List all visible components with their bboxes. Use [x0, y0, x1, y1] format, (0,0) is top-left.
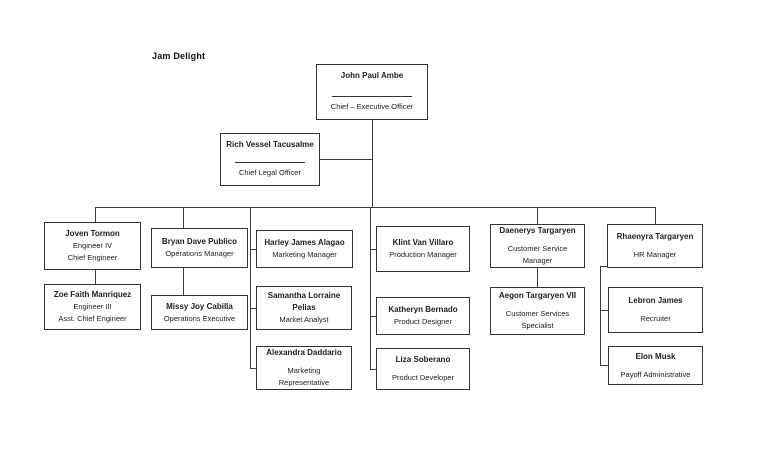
org-node-liza: Liza Soberano Product Developer [376, 348, 470, 390]
person-name: Joven Tormon [65, 229, 120, 239]
person-role: Operations Manager [165, 249, 234, 259]
signature-line [234, 162, 306, 164]
org-node-aegon: Aegon Targaryen VII Customer Services Sp… [490, 287, 585, 335]
person-name: Samantha Lorraine Pelias [267, 291, 341, 313]
org-node-samantha: Samantha Lorraine Pelias Market Analyst [256, 286, 352, 330]
signature-line [332, 96, 412, 98]
person-role: Market Analyst [279, 315, 329, 325]
connector-col6-trunk [600, 266, 601, 366]
person-name: Katheryn Bernado [388, 305, 458, 315]
person-role: Payoff Administrative [620, 369, 691, 379]
person-name: Lebron James [628, 296, 683, 306]
person-name: Zoe Faith Manriquez [53, 290, 132, 300]
person-role: Customer Services Specialist [505, 309, 570, 330]
person-role: Product Developer [391, 373, 455, 383]
person-role: Chief Legal Officer [239, 168, 301, 178]
connector-alexandra-stub [250, 368, 256, 369]
connector-legal-link [320, 159, 372, 160]
connector-elon-stub [600, 365, 608, 366]
person-name: Liza Soberano [395, 355, 451, 365]
connector-col2-stub [183, 207, 184, 228]
person-role: Engineer III Asst. Chief Engineer [58, 302, 127, 323]
person-name: Klint Van Villaro [392, 238, 454, 248]
person-role: Operations Executive [163, 313, 236, 323]
org-node-zoe: Zoe Faith Manriquez Engineer III Asst. C… [44, 284, 141, 330]
connector-liza-stub [370, 369, 376, 370]
connector-rhaenyra-link [600, 266, 607, 267]
org-node-alexandra: Alexandra Daddario Marketing Representat… [256, 346, 352, 390]
person-role: Marketing Manager [272, 250, 337, 260]
org-node-elon: Elon Musk Payoff Administrative [608, 346, 703, 385]
person-role: Engineer IV Chief Engineer [67, 241, 118, 262]
connector-lebron-stub [600, 310, 608, 311]
person-name: John Paul Ambe [340, 71, 404, 80]
person-name: Aegon Targaryen VII [498, 291, 577, 301]
connector-col1-stub [95, 207, 96, 222]
org-node-bryan: Bryan Dave Publico Operations Manager [151, 228, 248, 268]
person-role: Chief – Executive Officer [330, 102, 414, 112]
connector-klint-stub [370, 249, 376, 250]
person-role: Recruiter [640, 314, 671, 324]
org-node-lebron: Lebron James Recruiter [608, 287, 703, 333]
connector-samantha-stub [250, 308, 256, 309]
org-node-rhaenyra: Rhaenyra Targaryen HR Manager [607, 224, 703, 268]
person-role: Production Manager [389, 250, 457, 260]
org-node-legal: Rich Vessel Tacusalme Chief Legal Office… [220, 133, 320, 186]
person-name: Elon Musk [635, 351, 676, 361]
person-name: Bryan Dave Publico [161, 237, 238, 247]
person-name: Missy Joy Cabilla [166, 301, 233, 311]
org-node-daenerys: Daenerys Targaryen Customer Service Mana… [490, 224, 585, 268]
person-role: Marketing Representative [278, 366, 330, 387]
person-name: Alexandra Daddario [266, 348, 342, 358]
org-node-joven: Joven Tormon Engineer IV Chief Engineer [44, 222, 141, 270]
connector-daenerys-aegon [537, 268, 538, 287]
person-role: Product Designer [394, 317, 452, 327]
connector-main-horizontal [95, 207, 655, 208]
person-role: HR Manager [633, 250, 677, 260]
connector-col3-trunk [250, 207, 251, 368]
connector-col4-trunk [370, 207, 371, 369]
connector-joven-zoe [95, 270, 96, 284]
person-name: Daenerys Targaryen [499, 226, 576, 236]
connector-ceo-trunk [372, 120, 373, 207]
person-name: Rhaenyra Targaryen [616, 232, 694, 242]
person-name: Rich Vessel Tacusalme [226, 140, 314, 149]
connector-katheryn-stub [370, 316, 376, 317]
company-label: Jam Delight [152, 51, 206, 61]
connector-col6-stub [655, 207, 656, 224]
connector-bryan-missy [183, 268, 184, 295]
person-name: Harley James Alagao [264, 238, 345, 248]
org-node-harley: Harley James Alagao Marketing Manager [256, 230, 353, 268]
connector-col5-stub [537, 207, 538, 224]
org-node-ceo: John Paul Ambe Chief – Executive Officer [316, 64, 428, 120]
org-node-klint: Klint Van Villaro Production Manager [376, 226, 470, 272]
person-role: Customer Service Manager [507, 244, 568, 265]
org-node-katheryn: Katheryn Bernado Product Designer [376, 297, 470, 335]
connector-harley-stub [250, 249, 256, 250]
org-node-missy: Missy Joy Cabilla Operations Executive [151, 295, 248, 330]
